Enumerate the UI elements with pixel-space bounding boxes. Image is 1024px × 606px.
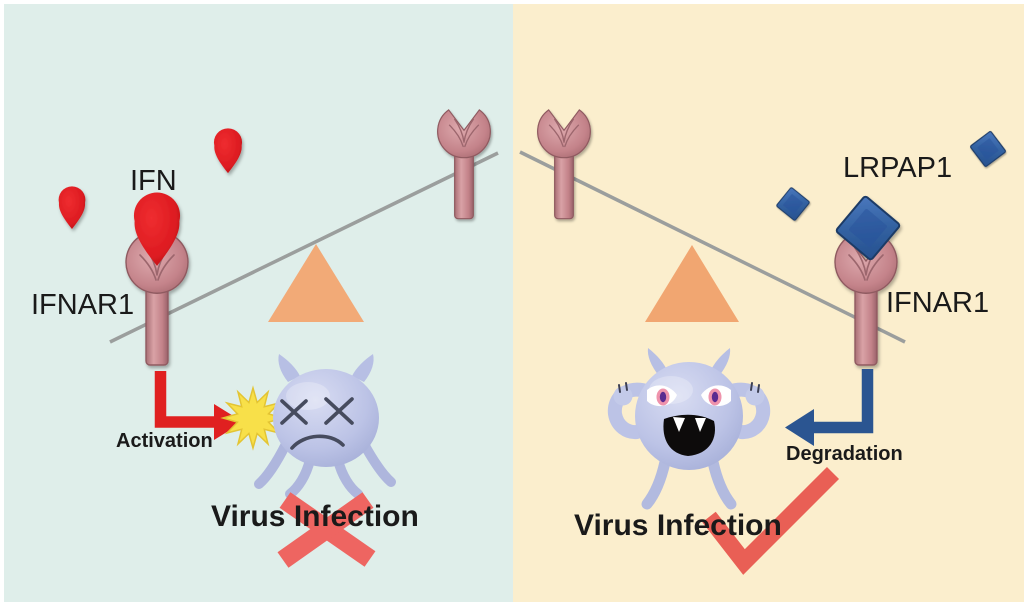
activation-label: Activation (116, 430, 213, 452)
seesaw-beam-right (519, 150, 906, 344)
degradation-label: Degradation (786, 443, 903, 465)
ifnar1-label-left: IFNAR1 (31, 289, 135, 321)
ifnar1-label-right: IFNAR1 (886, 287, 990, 319)
degradation-arrow-icon (785, 369, 874, 446)
left-panel-background (4, 4, 513, 602)
ifn-label: IFN (130, 165, 177, 197)
left-panel (58, 109, 499, 568)
activation-arrow-icon (154, 371, 243, 440)
red-checkmark-icon (702, 466, 840, 575)
sick-virus-icon (254, 354, 396, 499)
virus-infection-label-right: Virus Infection (574, 509, 782, 542)
starburst-icon (220, 385, 286, 451)
seesaw-fulcrum-right (645, 245, 739, 322)
seesaw-fulcrum-left (268, 244, 364, 322)
right-panel-background (513, 4, 1024, 602)
red-cross-icon (277, 492, 376, 568)
lrpap1-label: LRPAP1 (843, 152, 953, 184)
seesaw-beam-left (109, 151, 499, 344)
right-panel (519, 109, 1010, 575)
virus-infection-label-left: Virus Infection (211, 500, 419, 533)
strong-virus-icon (607, 348, 771, 510)
